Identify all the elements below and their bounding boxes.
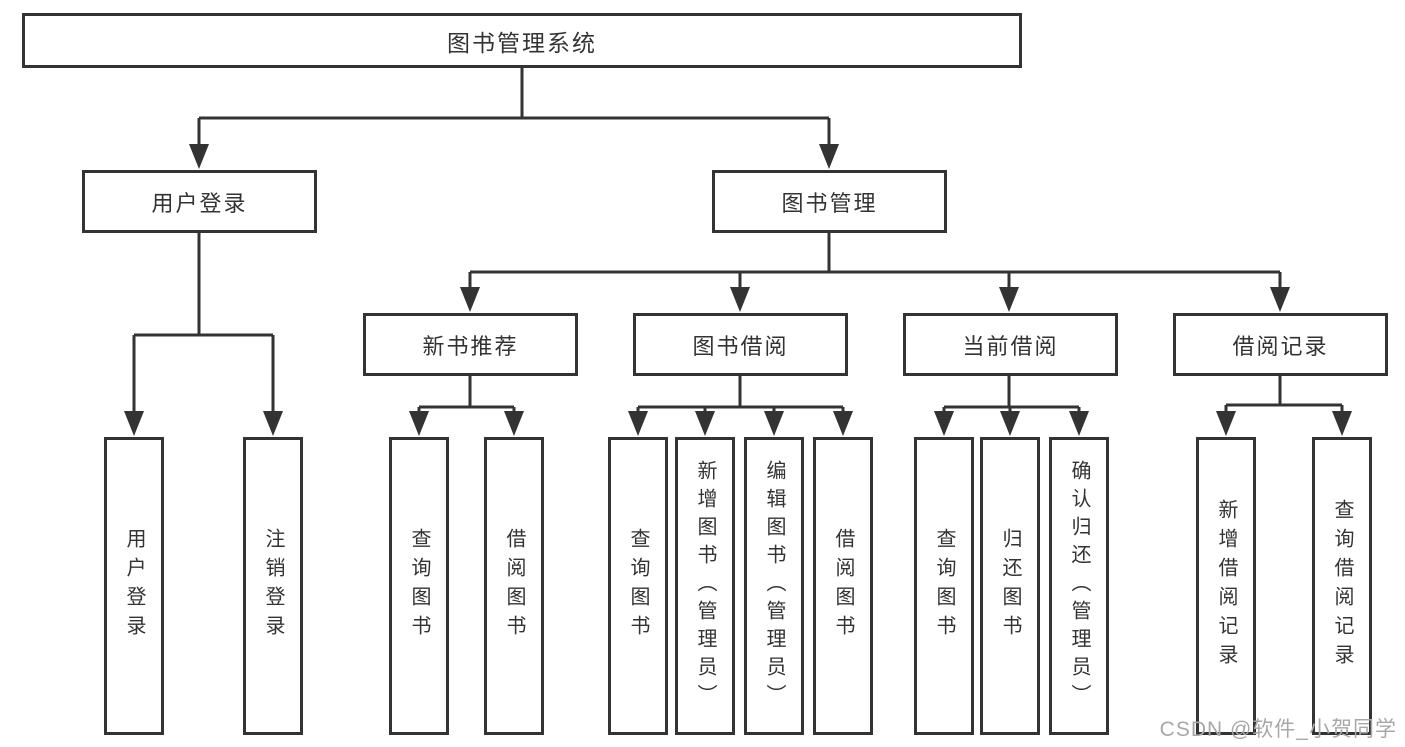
node-book-management: 图书管理 — [712, 170, 947, 233]
arrowhead — [934, 411, 954, 436]
arrowhead — [409, 411, 429, 436]
node-borrow-records: 借阅记录 — [1173, 313, 1388, 376]
leaf-edit-book-admin: 编辑图书（管理员） — [744, 437, 804, 735]
connector-bookborrow-to-leaves — [628, 376, 853, 436]
arrowhead — [124, 411, 144, 436]
connector-newbookrec-to-leaves — [409, 376, 524, 436]
arrowhead — [1216, 411, 1236, 436]
leaf-add-book-admin: 新增图书（管理员） — [675, 437, 735, 735]
arrowhead — [1000, 411, 1020, 436]
leaf-logout: 注销登录 — [243, 437, 303, 735]
arrowhead — [730, 287, 750, 312]
node-book-borrow: 图书借阅 — [633, 313, 848, 376]
connector-bookmgmt-to-level3 — [460, 233, 1290, 312]
connector-userlogin-to-leaves — [124, 233, 283, 436]
node-user-login: 用户登录 — [82, 170, 317, 233]
leaf-borrow-books-2: 借阅图书 — [813, 437, 873, 735]
leaf-query-books-1: 查询图书 — [389, 437, 449, 735]
arrowhead — [1332, 411, 1352, 436]
connector-currentborrow-to-leaves — [934, 376, 1089, 436]
arrowhead — [764, 411, 784, 436]
arrowhead — [263, 411, 283, 436]
arrowhead — [1270, 287, 1290, 312]
leaf-query-books-3: 查询图书 — [914, 437, 974, 735]
leaf-return-book: 归还图书 — [980, 437, 1040, 735]
node-root-library-system: 图书管理系统 — [22, 13, 1022, 68]
arrowhead — [819, 144, 839, 169]
leaf-query-borrow-record: 查询借阅记录 — [1312, 437, 1372, 735]
leaf-query-books-2: 查询图书 — [608, 437, 668, 735]
arrowhead — [695, 411, 715, 436]
arrowhead — [460, 287, 480, 312]
node-new-book-recommend: 新书推荐 — [363, 313, 578, 376]
arrowhead — [999, 287, 1019, 312]
leaf-add-borrow-record: 新增借阅记录 — [1196, 437, 1256, 735]
connector-borrowrecords-to-leaves — [1216, 376, 1352, 436]
arrowhead — [189, 144, 209, 169]
leaf-confirm-return-admin: 确认归还（管理员） — [1049, 437, 1109, 735]
arrowhead — [504, 411, 524, 436]
arrowhead — [628, 411, 648, 436]
arrowhead — [833, 411, 853, 436]
leaf-user-login: 用户登录 — [104, 437, 164, 735]
leaf-borrow-books-1: 借阅图书 — [484, 437, 544, 735]
connector-root-to-level2 — [189, 68, 839, 169]
csdn-watermark: CSDN @软件_小贺同学 — [1159, 718, 1397, 741]
arrowhead — [1069, 411, 1089, 436]
node-current-borrow: 当前借阅 — [903, 313, 1118, 376]
